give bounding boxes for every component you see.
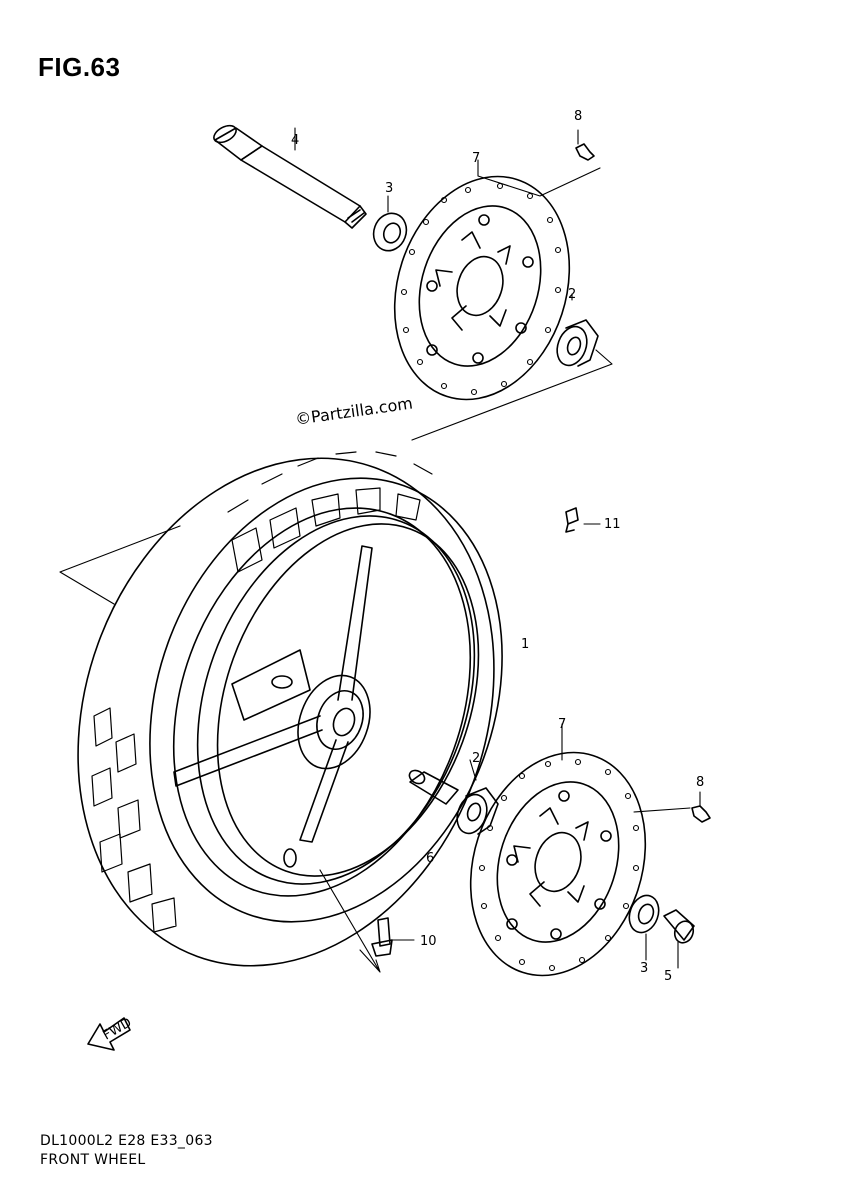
bolt-upper-part[interactable]: [575, 143, 595, 161]
fwd-badge-text: FWD: [101, 1015, 135, 1043]
bolt-lower-part[interactable]: [691, 805, 711, 823]
balancer-part[interactable]: [565, 507, 579, 533]
figure-title: FIG.63: [38, 52, 121, 82]
forward-arrow-icon: [87, 1017, 131, 1051]
spacer-right-part[interactable]: [663, 909, 696, 945]
callout-axle: 4: [291, 133, 299, 148]
callout-valve: 10: [420, 934, 437, 949]
callout-labels: 1 2 2 3 3 4 5 6 7 7 8 8 10 11 FWD: [101, 109, 705, 1043]
brake-disc-upper-part[interactable]: [367, 154, 597, 423]
callout-disc-upper: 7: [472, 151, 480, 166]
center-spacer-part[interactable]: [407, 768, 459, 805]
callout-spacer-right: 5: [664, 969, 672, 984]
valve-part[interactable]: [371, 917, 393, 957]
dust-seal-upper-part[interactable]: [368, 209, 411, 256]
callout-disc-lower: 7: [558, 717, 566, 732]
dust-seal-lower-part[interactable]: [624, 891, 663, 936]
callout-bolt-upper: 8: [574, 109, 582, 124]
bearing-upper-part[interactable]: [552, 319, 599, 370]
front-wheel-part[interactable]: [9, 399, 563, 1024]
callout-balancer: 11: [604, 517, 621, 532]
callout-bolt-lower: 8: [696, 775, 704, 790]
axle-part[interactable]: [211, 122, 367, 229]
brake-disc-lower-part[interactable]: [443, 730, 673, 999]
footer-section-name: FRONT WHEEL: [40, 1152, 146, 1168]
footer-model-code: DL1000L2 E28 E33_063: [40, 1133, 213, 1149]
callout-wheel: 1: [521, 637, 529, 652]
callout-dust-seal-upper: 3: [385, 181, 393, 196]
callout-bearing-upper: 2: [568, 287, 576, 302]
callout-spacer-center: 6: [426, 851, 434, 866]
callout-dust-seal-lower: 3: [640, 961, 648, 976]
callout-bearing-lower: 2: [472, 751, 480, 766]
